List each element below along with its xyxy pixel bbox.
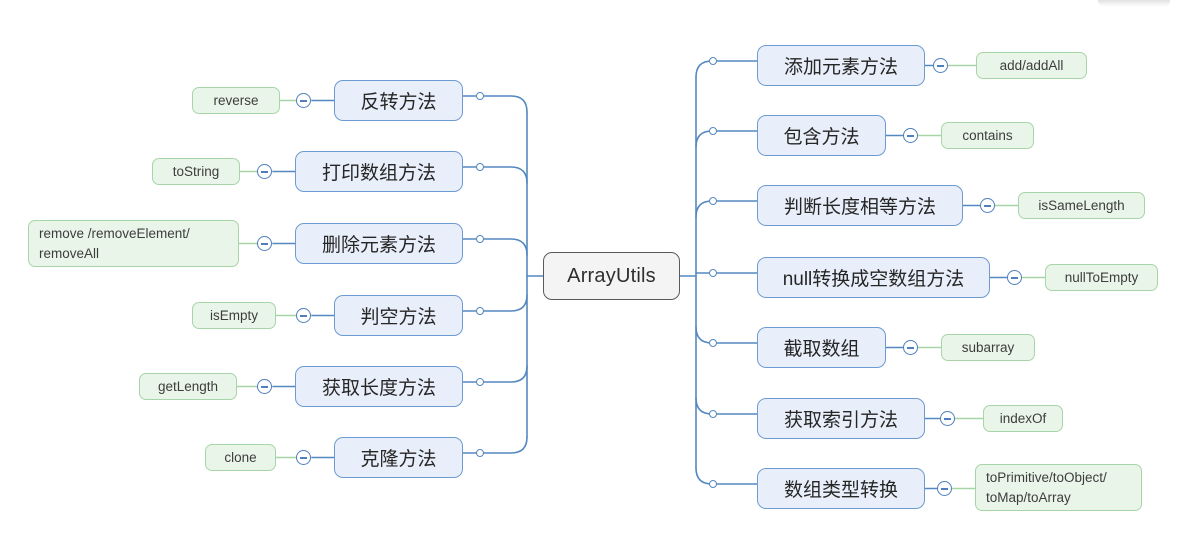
junction-dot-left-4[interactable] [476, 307, 484, 315]
branch-node-right-7-label: 数组类型转换 [783, 480, 898, 501]
collapse-toggle-left-6[interactable] [296, 450, 311, 465]
collapse-toggle-right-2[interactable] [903, 128, 918, 143]
collapse-toggle-right-4[interactable] [1007, 270, 1022, 285]
leaf-node-left-6-label: clone [224, 449, 257, 465]
branch-node-left-5[interactable]: 获取长度方法 [295, 366, 463, 407]
branch-node-right-1-label: 添加元素方法 [783, 57, 898, 78]
branch-node-right-5-label: 截取数组 [783, 339, 860, 360]
junction-dot-left-5[interactable] [476, 378, 484, 386]
branch-node-right-2[interactable]: 包含方法 [757, 115, 886, 156]
leaf-node-right-1[interactable]: add/addAll [976, 52, 1087, 79]
branch-node-right-4[interactable]: null转换成空数组方法 [757, 257, 990, 298]
branch-node-right-5[interactable]: 截取数组 [757, 327, 886, 368]
collapse-toggle-left-1[interactable] [296, 93, 311, 108]
branch-node-right-2-label: 包含方法 [783, 127, 860, 148]
collapse-toggle-right-1[interactable] [933, 58, 948, 73]
leaf-node-right-3[interactable]: isSameLength [1018, 192, 1145, 219]
junction-dot-right-4[interactable] [709, 269, 717, 277]
leaf-node-left-1[interactable]: reverse [192, 87, 280, 114]
leaf-node-right-2-label: contains [962, 127, 1013, 143]
junction-dot-right-3[interactable] [709, 197, 717, 205]
leaf-node-right-5[interactable]: subarray [941, 334, 1035, 361]
branch-node-left-1[interactable]: 反转方法 [334, 80, 463, 121]
root-node-arrayutils[interactable]: ArrayUtils [543, 252, 680, 300]
root-node-label: ArrayUtils [567, 264, 656, 287]
branch-node-right-3[interactable]: 判断长度相等方法 [757, 185, 963, 226]
branch-node-left-2[interactable]: 打印数组方法 [295, 151, 463, 192]
junction-dot-right-6[interactable] [709, 410, 717, 418]
leaf-node-right-6[interactable]: indexOf [983, 405, 1063, 432]
leaf-node-left-5-label: getLength [157, 378, 219, 394]
branch-node-right-6[interactable]: 获取索引方法 [757, 398, 925, 439]
junction-dot-right-1[interactable] [709, 57, 717, 65]
leaf-node-left-4-label: isEmpty [209, 307, 258, 323]
branch-node-right-4-label: null转换成空数组方法 [782, 269, 965, 290]
leaf-node-left-3-label: remove /removeElement/ removeAll [39, 226, 190, 261]
leaf-node-left-6[interactable]: clone [205, 444, 276, 471]
collapse-toggle-left-2[interactable] [257, 164, 272, 179]
leaf-node-right-4-label: nullToEmpty [1064, 269, 1139, 285]
junction-dot-left-6[interactable] [476, 449, 484, 457]
branch-node-left-3-label: 删除元素方法 [321, 235, 436, 256]
junction-dot-right-2[interactable] [709, 127, 717, 135]
cropped-ui-artifact [1098, 0, 1170, 7]
leaf-node-right-2[interactable]: contains [941, 122, 1034, 149]
branch-node-right-1[interactable]: 添加元素方法 [757, 45, 925, 86]
branch-node-left-6[interactable]: 克隆方法 [334, 437, 463, 478]
leaf-node-right-6-label: indexOf [999, 410, 1047, 426]
collapse-toggle-left-3[interactable] [257, 236, 272, 251]
collapse-toggle-right-7[interactable] [937, 481, 952, 496]
junction-dot-left-2[interactable] [476, 163, 484, 171]
junction-dot-left-3[interactable] [476, 235, 484, 243]
collapse-toggle-left-5[interactable] [257, 379, 272, 394]
junction-dot-right-7[interactable] [709, 480, 717, 488]
leaf-node-right-1-label: add/addAll [999, 57, 1064, 73]
collapse-toggle-right-5[interactable] [903, 340, 918, 355]
branch-node-left-4-label: 判空方法 [360, 307, 437, 328]
branch-node-right-6-label: 获取索引方法 [783, 410, 898, 431]
collapse-toggle-right-3[interactable] [980, 198, 995, 213]
leaf-node-left-1-label: reverse [213, 92, 259, 108]
leaf-node-left-4[interactable]: isEmpty [192, 302, 276, 329]
junction-dot-right-5[interactable] [709, 339, 717, 347]
branch-node-right-7[interactable]: 数组类型转换 [757, 468, 925, 509]
branch-node-right-3-label: 判断长度相等方法 [783, 197, 936, 218]
branch-node-left-3[interactable]: 删除元素方法 [295, 223, 463, 264]
leaf-node-left-5[interactable]: getLength [139, 373, 237, 400]
leaf-node-left-2-label: toString [172, 163, 220, 179]
branch-node-left-5-label: 获取长度方法 [321, 378, 436, 399]
leaf-node-right-7[interactable]: toPrimitive/toObject/ toMap/toArray [975, 464, 1142, 511]
junction-dot-left-1[interactable] [476, 92, 484, 100]
collapse-toggle-left-4[interactable] [296, 308, 311, 323]
leaf-node-left-2[interactable]: toString [152, 158, 240, 185]
branch-node-left-6-label: 克隆方法 [360, 449, 437, 470]
leaf-node-right-5-label: subarray [961, 339, 1015, 355]
collapse-toggle-right-6[interactable] [940, 411, 955, 426]
branch-node-left-4[interactable]: 判空方法 [334, 295, 463, 336]
branch-node-left-1-label: 反转方法 [360, 92, 437, 113]
branch-node-left-2-label: 打印数组方法 [321, 163, 436, 184]
leaf-node-right-3-label: isSameLength [1038, 197, 1125, 213]
leaf-node-left-3[interactable]: remove /removeElement/ removeAll [28, 220, 239, 267]
leaf-node-right-7-label: toPrimitive/toObject/ toMap/toArray [986, 470, 1107, 505]
leaf-node-right-4[interactable]: nullToEmpty [1045, 264, 1158, 291]
